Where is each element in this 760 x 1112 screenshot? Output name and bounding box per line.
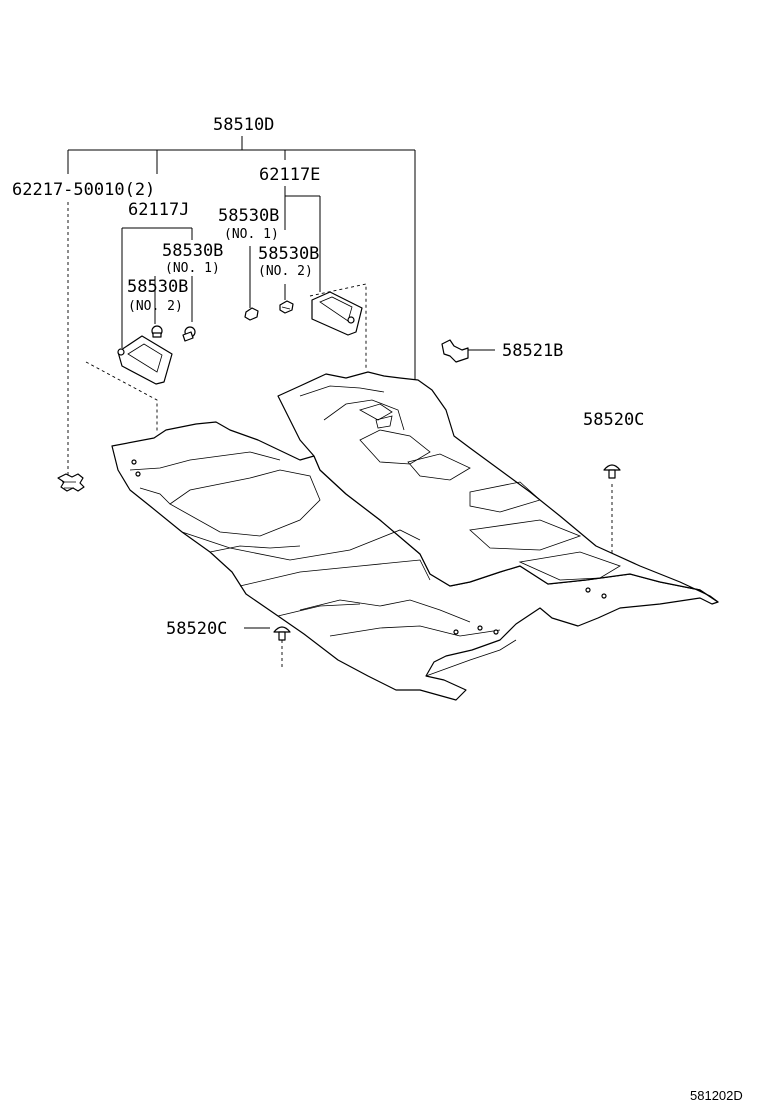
callout-58510D: 58510D — [213, 115, 274, 135]
fastener-58530B-right — [244, 300, 294, 321]
callout-58530B-no1-right: 58530B — [218, 206, 279, 226]
callout-58530B-no1-left-sub: (NO. 1) — [165, 261, 220, 276]
callout-58530B-no2-right: 58530B — [258, 244, 319, 264]
callout-62217-50010: 62217-50010(2) — [12, 180, 155, 200]
callout-58530B-no2-left-sub: (NO. 2) — [128, 299, 183, 314]
floor-carpet-58510D — [111, 371, 719, 701]
callout-58520C-right: 58520C — [583, 410, 644, 430]
bracket-58521B — [441, 339, 469, 363]
callout-58530B-no1-right-sub: (NO. 1) — [224, 227, 279, 242]
diagram-code: 581202D — [690, 1088, 743, 1103]
fastener-58530B-left — [151, 325, 196, 342]
callout-labels: 58510D 62217-50010(2) 62117E 62117J 5853… — [12, 115, 743, 1103]
clip-62217 — [57, 473, 85, 492]
clip-58520C-right — [603, 464, 621, 479]
heel-pad-right-62117E — [311, 291, 363, 336]
callout-62117J: 62117J — [128, 200, 189, 220]
leader-lines — [67, 136, 613, 668]
heel-pad-left-62117J — [117, 335, 173, 385]
callout-58530B-no2-right-sub: (NO. 2) — [258, 264, 313, 279]
callout-58521B: 58521B — [502, 341, 563, 361]
callout-62117E: 62117E — [259, 165, 320, 185]
callout-58530B-no2-left: 58530B — [127, 277, 188, 297]
clip-58520C-left — [273, 626, 291, 641]
callout-58520C-left: 58520C — [166, 619, 227, 639]
callout-58530B-no1-left: 58530B — [162, 241, 223, 261]
